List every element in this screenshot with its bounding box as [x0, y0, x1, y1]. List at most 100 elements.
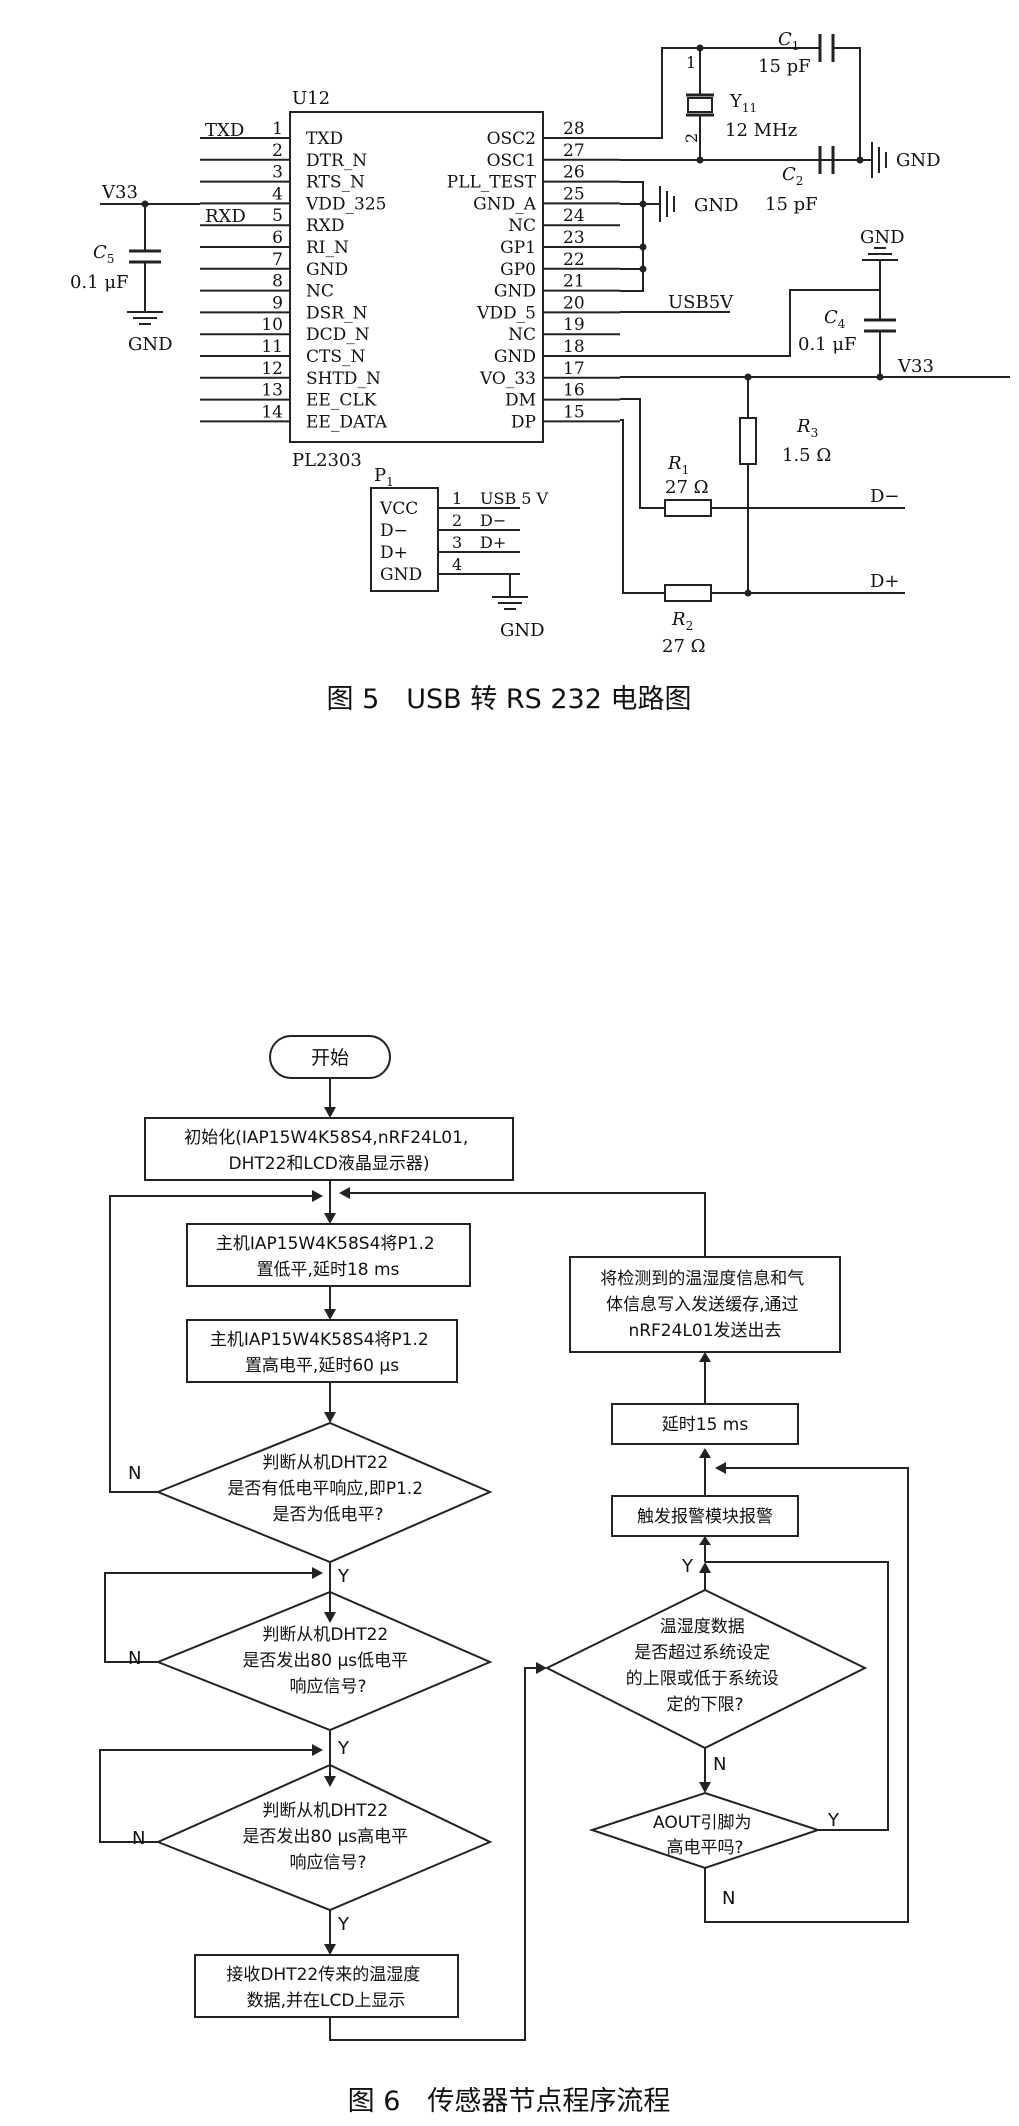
crystal-ref-label: Y11: [729, 91, 757, 115]
judge5-yes-label: Y: [827, 1810, 840, 1831]
chip-left-pin-name: EE_DATA: [306, 412, 388, 432]
loop-send-back: [342, 1192, 706, 1257]
gnda-junction: [639, 200, 647, 208]
dp-wire: [620, 419, 665, 594]
chip-right-pin-number: 15: [563, 402, 585, 422]
loop-judge2-no: [104, 1572, 320, 1663]
chip-left-pin-number: 3: [272, 163, 283, 183]
chip-right-pin-number: 24: [563, 206, 585, 226]
chip-left-pin-name: TXD: [306, 129, 343, 149]
chip-right-pin-name: OSC2: [487, 129, 536, 149]
flow-step-high-text: 主机IAP15W4K58S4将P1.2 置高电平,延时60 μs: [210, 1330, 434, 1376]
v33-left-label: V33: [101, 182, 138, 203]
c5-value-label: 0.1 μF: [70, 272, 129, 293]
figure6-caption: 图 6 传感器节点程序流程: [348, 2086, 671, 2117]
chip-right-pin-name: DM: [505, 391, 536, 411]
chip-left-pin-name: DSR_N: [306, 303, 368, 323]
c1-ref-label: C1: [778, 29, 799, 53]
chip-right-pin-name: OSC1: [487, 151, 536, 171]
c4-ref-label: C4: [824, 307, 846, 331]
chip-right-pin-number: 25: [563, 184, 585, 204]
arrowhead-judge4-yes: [699, 1562, 711, 1573]
chip-right-pin-number: 23: [563, 228, 585, 248]
flow-send-text: 将检测到的温湿度信息和气 体信息写入发送缓存,通过 nRF24L01发送出去: [600, 1269, 809, 1341]
arrowhead-alarm-delay: [699, 1448, 711, 1458]
usb5v-label: USB5V: [668, 292, 734, 313]
connector-pin-number: 4: [452, 555, 462, 574]
r2-value-label: 27 Ω: [662, 636, 706, 657]
arrowhead-start-init: [324, 1107, 336, 1118]
connector-pin-number: 3: [452, 533, 462, 552]
arrowhead-judge3-no: [312, 1744, 323, 1756]
judge5-no-label: N: [722, 1888, 735, 1909]
chip-right-pin-number: 22: [563, 250, 585, 270]
chip-right-pin-number: 26: [563, 163, 585, 183]
judge1-yes-label: Y: [337, 1566, 350, 1587]
chip-right-pin-name: NC: [508, 325, 536, 345]
loop-judge5-no: [704, 1467, 909, 1923]
chip-right-pins: 28OSC227OSC126PLL_TEST25GND_A24NC23GP122…: [447, 119, 620, 432]
r3-ref-label: R3: [796, 416, 818, 440]
connector-pin-number: 2: [452, 511, 462, 530]
r1-body: [664, 499, 712, 517]
loop-judge5-yes: [705, 1561, 889, 1831]
connector-gnd-wire: [438, 573, 511, 597]
chip-left-pin-number: 8: [272, 272, 283, 292]
loop-judge3-no: [99, 1749, 320, 1843]
chip-left-pin-name: RTS_N: [306, 173, 365, 193]
judge2-no-label: N: [128, 1648, 141, 1669]
chip-part-label: PL2303: [292, 450, 362, 471]
arrowhead-receive-judge4: [536, 1662, 547, 1674]
flow-alarm-text: 触发报警模块报警: [637, 1507, 773, 1527]
judge1-no-label: N: [128, 1463, 141, 1484]
judge4-no-label: N: [713, 1754, 726, 1775]
chip-left-pin-name: EE_CLK: [306, 391, 377, 411]
chip-left-pin-number: 4: [272, 184, 283, 204]
gnd-c4-label: GND: [860, 227, 905, 248]
chip-left-pin-name: RXD: [306, 216, 345, 236]
judge4-yes-label: Y: [681, 1556, 694, 1577]
chip-left-pin-number: 6: [272, 228, 283, 248]
c2-value-label: 15 pF: [765, 194, 818, 215]
chip-left-pin-name: RI_N: [306, 238, 349, 258]
judge2-yes-label: Y: [337, 1738, 350, 1759]
r1-ref-label: R1: [667, 453, 689, 477]
gnd-osc-label: GND: [896, 150, 941, 171]
flow-delay-text: 延时15 ms: [662, 1415, 749, 1435]
v33-right-label: V33: [897, 356, 934, 377]
arrowhead-judge1-no: [312, 1190, 323, 1202]
crystal-value-label: 12 MHz: [725, 120, 797, 141]
chip-right-pin-name: DP: [511, 412, 536, 432]
flow-receive-text: 接收DHT22传来的温湿度 数据,并在LCD上显示: [226, 1965, 425, 2011]
chip-right-pin-name: GND: [494, 282, 536, 302]
arrow-receive-judge4: [329, 1667, 544, 2041]
chip-right-pin-number: 18: [563, 337, 585, 357]
chip-right-pin-name: GND: [494, 347, 536, 367]
connector-pin-label: D+: [380, 543, 408, 563]
crystal-body: [687, 97, 713, 113]
figure6-flowchart: 开始 初始化(IAP15W4K58S4,nRF24L01, DHT22和LCD液…: [99, 1035, 909, 2117]
chip-left-pin-name: DCD_N: [306, 325, 370, 345]
crystal-pin1-label: 1: [686, 53, 696, 72]
flow-judge2-text: 判断从机DHT22 是否发出80 μs低电平 响应信号?: [242, 1625, 413, 1697]
flow-step-low-box: [186, 1223, 471, 1287]
c1-value-label: 15 pF: [758, 56, 811, 77]
chip-left-pin-name: DTR_N: [306, 151, 367, 171]
connector-pin-label: D−: [380, 521, 408, 541]
chip-right-pin-number: 28: [563, 119, 585, 139]
flow-init-text: 初始化(IAP15W4K58S4,nRF24L01, DHT22和LCD液晶显示…: [184, 1128, 473, 1174]
judge3-yes-label: Y: [337, 1914, 350, 1935]
flow-receive-box: [194, 1954, 459, 2018]
chip-left-pin-number: 2: [272, 141, 283, 161]
dm-wire: [620, 398, 665, 509]
connector-pin-label: GND: [380, 565, 422, 585]
connector-pin-label: VCC: [379, 499, 418, 519]
pl2303-chip-body: [289, 111, 544, 443]
connector-pin-net: D+: [480, 533, 506, 552]
connector-pin-number: 1: [452, 489, 462, 508]
gnd-gnda-label: GND: [694, 195, 739, 216]
